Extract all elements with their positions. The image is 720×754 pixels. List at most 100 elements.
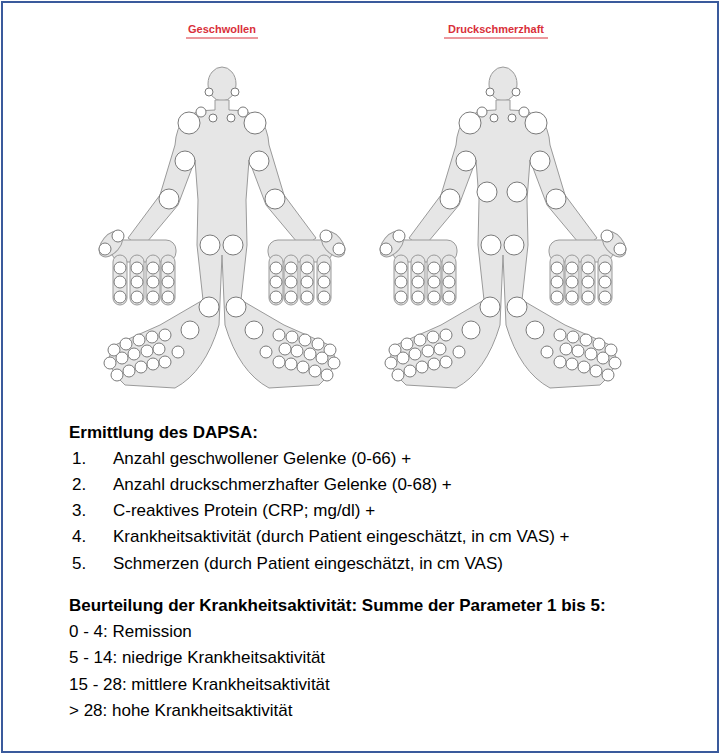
joint-circle: [609, 357, 621, 369]
joint-circle: [392, 369, 404, 381]
joint-circle: [480, 297, 500, 317]
joint-circle: [428, 276, 440, 288]
joint-circle: [566, 291, 578, 303]
joint-circle: [459, 112, 481, 134]
joint-circle: [453, 346, 465, 358]
finger-shape: [581, 255, 595, 305]
joint-circle: [551, 291, 563, 303]
joint-circle: [601, 230, 613, 242]
finger-shape: [284, 255, 298, 305]
joint-circle: [112, 230, 124, 242]
finger-shape: [427, 255, 441, 305]
joint-circle: [428, 291, 440, 303]
joint-circle: [172, 346, 184, 358]
joint-circle: [316, 352, 328, 364]
joint-circle: [131, 291, 143, 303]
joint-circle: [304, 348, 316, 360]
joint-circle: [412, 291, 424, 303]
joint-circle: [380, 243, 392, 255]
thumb-shape: [94, 227, 127, 262]
joint-circle: [434, 343, 446, 355]
joint-circle: [440, 329, 452, 341]
joint-circle: [526, 321, 544, 339]
joint-circle: [297, 361, 309, 373]
finger-shape: [300, 255, 314, 305]
finger-shape: [411, 255, 425, 305]
joint-circle: [585, 348, 597, 360]
joint-circle: [114, 276, 126, 288]
joint-circle: [462, 321, 480, 339]
figure-heading: Geschwollen: [188, 23, 256, 36]
body-figure: [375, 67, 630, 388]
joint-circle: [443, 291, 455, 303]
joint-circle: [301, 262, 313, 274]
joint-circle: [128, 348, 140, 360]
joint-circle: [530, 151, 550, 171]
joint-circle: [477, 182, 497, 202]
joint-circle: [395, 262, 407, 274]
joint-circle: [572, 345, 584, 357]
joint-circle: [599, 291, 611, 303]
joint-circle: [486, 88, 494, 96]
joint-circle: [111, 369, 123, 381]
joint-circle: [279, 343, 291, 355]
joint-circle: [159, 356, 171, 368]
joint-circle: [153, 343, 165, 355]
joint-circle: [440, 356, 452, 368]
finger-shape: [565, 255, 579, 305]
joint-circle: [582, 262, 594, 274]
joint-circle: [285, 262, 297, 274]
joint-circle: [114, 262, 126, 274]
score-range: 0 - 4: Remission: [69, 622, 192, 642]
finger-shape: [113, 255, 127, 305]
joint-circle: [397, 352, 409, 364]
joint-circle: [141, 345, 153, 357]
joint-circle: [507, 297, 527, 317]
joint-circle: [412, 262, 424, 274]
joint-circle: [582, 291, 594, 303]
joint-circle: [175, 151, 195, 171]
joint-circle: [590, 365, 602, 377]
joint-circle: [200, 235, 220, 255]
joint-circle: [178, 112, 200, 134]
joint-circle: [265, 189, 285, 209]
joint-circle: [223, 235, 243, 255]
joint-circle: [409, 348, 421, 360]
finger-shape: [442, 255, 456, 305]
joint-circle: [301, 291, 313, 303]
score-range: 5 - 14: niedrige Krankheitsaktivität: [69, 648, 325, 668]
body-shape: [390, 100, 615, 388]
joint-circle: [291, 345, 303, 357]
thumb-shape: [375, 227, 408, 262]
joint-circle: [560, 343, 572, 355]
joint-circle: [507, 182, 527, 202]
joint-circle: [309, 365, 321, 377]
joint-circle: [131, 276, 143, 288]
joint-circle: [285, 358, 297, 370]
joint-circle: [566, 262, 578, 274]
joint-circle: [312, 338, 324, 350]
joint-circle: [567, 331, 579, 343]
joint-circle: [114, 291, 126, 303]
finger-shape: [146, 255, 160, 305]
joint-circle: [582, 276, 594, 288]
joint-circle: [244, 112, 266, 134]
joint-circle: [135, 361, 147, 373]
list-number: 2.: [72, 475, 86, 495]
joint-circle: [443, 262, 455, 274]
joint-circle: [318, 291, 330, 303]
joint-circle: [147, 276, 159, 288]
joint-circle: [546, 189, 566, 209]
joint-circle: [599, 262, 611, 274]
joint-circle: [395, 291, 407, 303]
thumb-shape: [316, 227, 349, 262]
list-item: Anzahl druckschmerzhafter Gelenke (0-68)…: [113, 475, 452, 495]
joint-circle: [602, 369, 614, 381]
joint-circle: [147, 291, 159, 303]
joint-circle: [440, 189, 460, 209]
joint-circle: [209, 114, 217, 122]
joint-circle: [120, 338, 132, 350]
figure-heading: Druckschmerzhaft: [448, 23, 544, 36]
joint-circle: [199, 297, 219, 317]
joint-circle: [597, 352, 609, 364]
